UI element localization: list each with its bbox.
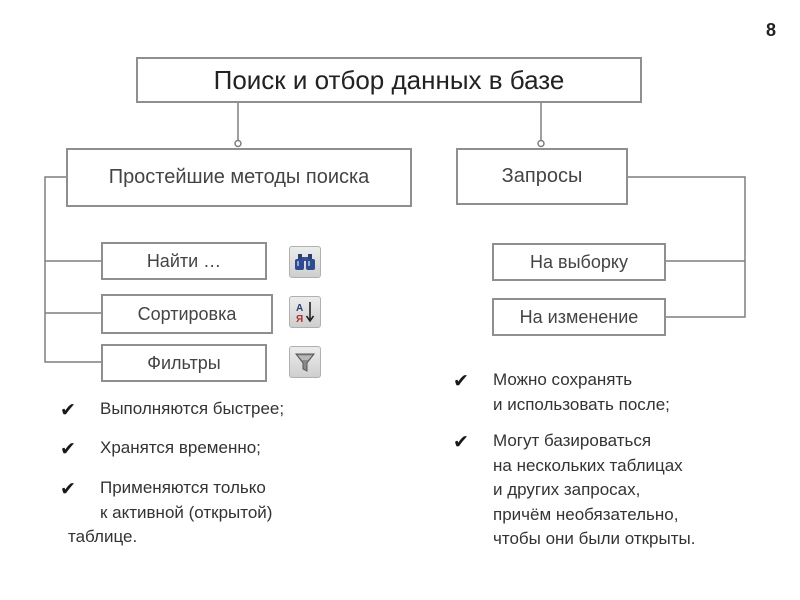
list-item-text: таблице. <box>68 527 138 546</box>
sort-ascending-icon: А Я <box>289 296 321 328</box>
list-item: ✔ Выполняются быстрее; <box>60 397 390 422</box>
list-item-text: и других запросах, <box>493 480 641 499</box>
list-item-text: к активной (открытой) <box>100 502 273 522</box>
list-item: ✔ Могут базироваться на нескольких табли… <box>453 429 783 552</box>
filter-icon <box>289 346 321 378</box>
check-mark-icon: ✔ <box>60 399 76 421</box>
simple-search-methods-box: Простейшие методы поиска <box>66 148 412 207</box>
filter-box: Фильтры <box>101 344 267 382</box>
list-item-text: причём необязательно, <box>493 504 679 524</box>
diagram-title: Поиск и отбор данных в базе <box>136 57 642 103</box>
list-item-text: чтобы они были открыты. <box>493 529 696 548</box>
check-mark-icon: ✔ <box>60 437 76 460</box>
sort-icon-letter-bottom: Я <box>296 314 303 325</box>
select-query-box: На выборку <box>492 243 666 281</box>
list-item-text: на нескольких таблицах <box>493 455 683 475</box>
sort-icon-letter-top: А <box>296 303 303 314</box>
list-item-text: Выполняются быстрее; <box>100 399 285 418</box>
list-item: ✔ Хранятся временно; <box>60 436 390 461</box>
list-item-text: Могут базироваться <box>493 431 652 450</box>
list-item: ✔ Можно сохранять и использовать после; <box>453 368 783 417</box>
list-item-text: и использовать после; <box>493 394 670 414</box>
sort-box: Сортировка <box>101 294 273 334</box>
check-mark-icon: ✔ <box>453 431 469 453</box>
list-item-text: Можно сохранять <box>493 370 633 389</box>
page-number: 8 <box>766 20 777 40</box>
list-item: ✔ Применяются только к активной (открыто… <box>60 476 390 550</box>
list-item-text: Хранятся временно; <box>100 437 261 457</box>
simple-methods-properties-list: ✔ Выполняются быстрее; ✔ Хранятся времен… <box>60 397 390 550</box>
check-mark-icon: ✔ <box>453 370 469 392</box>
find-box: Найти … <box>101 242 267 280</box>
queries-box: Запросы <box>456 148 628 205</box>
check-mark-icon: ✔ <box>60 478 76 500</box>
action-query-box: На изменение <box>492 298 666 336</box>
list-item-text: Применяются только <box>100 478 266 497</box>
queries-properties-list: ✔ Можно сохранять и использовать после; … <box>453 368 783 552</box>
binoculars-icon <box>289 246 321 278</box>
